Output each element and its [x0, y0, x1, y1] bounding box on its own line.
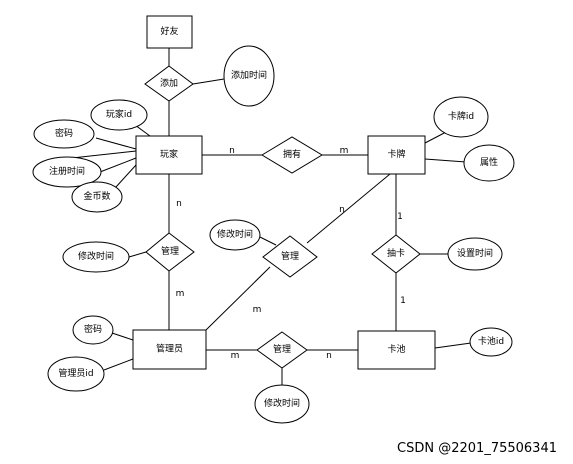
relationship-manage-pool: 管理: [256, 331, 308, 369]
attribute-modify-time-pool: 修改时间: [254, 384, 310, 424]
edge-manage2-admin: [205, 266, 271, 331]
attribute-modify-time-player: 修改时间: [62, 241, 130, 273]
entity-pool-label: 卡池: [387, 343, 405, 355]
edge-regtime-player-2: [99, 157, 137, 173]
attribute-card-id: 卡牌id: [433, 96, 489, 138]
relationship-manage-card-label: 管理: [281, 250, 299, 262]
attribute-modify-time-card-label: 修改时间: [217, 228, 253, 240]
attribute-pool-id: 卡池id: [469, 327, 513, 357]
relationship-draw: 抽卡: [371, 234, 421, 274]
attribute-pool-id-label: 卡池id: [478, 335, 504, 347]
cardinality-manage-pool: n: [326, 351, 332, 361]
entity-player-label: 玩家: [160, 148, 178, 160]
relationship-manage-player-label: 管理: [161, 245, 179, 257]
attribute-modify-time-player-label: 修改时间: [78, 250, 114, 262]
entity-admin-label: 管理员: [156, 343, 183, 355]
cardinality-own-card: m: [340, 146, 349, 156]
edge-modtime-manage: [128, 251, 147, 258]
attribute-card-property: 属性: [463, 144, 515, 182]
relationship-own: 拥有: [261, 136, 323, 174]
cardinality-player-own: n: [229, 146, 235, 156]
attribute-player-password-label: 密码: [55, 127, 73, 139]
attribute-admin-password: 密码: [72, 315, 114, 345]
attribute-modify-time-card: 修改时间: [209, 219, 261, 251]
attribute-modify-time-pool-label: 修改时间: [264, 397, 300, 409]
attribute-coins: 金币数: [71, 181, 123, 213]
attribute-admin-id-label: 管理员id: [58, 367, 93, 379]
relationship-manage-card: 管理: [262, 235, 318, 278]
edge-adminpwd-admin: [111, 332, 134, 341]
entity-friend-label: 好友: [160, 25, 178, 37]
connectors: [71, 48, 472, 385]
entity-admin: 管理员: [132, 329, 207, 370]
edge-card-manage2: [306, 173, 391, 244]
cardinality-player-manage: n: [176, 199, 182, 209]
edge-property-card: [424, 158, 467, 163]
cardinality-card-manage: n: [339, 205, 345, 215]
edge-adminid-admin: [103, 358, 134, 371]
attribute-player-id-label: 玩家id: [106, 108, 132, 120]
attribute-admin-password-label: 密码: [84, 323, 102, 335]
attribute-player-password: 密码: [33, 119, 95, 149]
attribute-player-id: 玩家id: [90, 99, 148, 131]
entity-friend: 好友: [146, 15, 193, 49]
cardinality-draw-pool: 1: [400, 296, 406, 306]
cardinality-manage-admin: m: [176, 289, 185, 299]
attribute-admin-id: 管理员id: [47, 356, 105, 392]
entity-card: 卡牌: [367, 135, 426, 175]
attribute-card-id-label: 卡牌id: [448, 110, 474, 122]
attribute-register-time: 注册时间: [32, 156, 102, 188]
edge-poolid-pool: [434, 342, 472, 349]
relationship-add: 添加: [144, 65, 194, 102]
edge-regtime-player-1: [71, 150, 137, 159]
relationship-add-label: 添加: [160, 78, 178, 89]
entity-player: 玩家: [135, 135, 203, 175]
attribute-add-time-label: 添加时间: [231, 69, 267, 81]
watermark: CSDN @2201_75506341: [397, 441, 557, 456]
relationship-own-label: 拥有: [283, 148, 301, 160]
cardinality-card-draw: 1: [397, 212, 403, 222]
entity-pool: 卡池: [357, 330, 436, 370]
cardinality-manage-card-admin: m: [253, 305, 262, 315]
edge-modtime2-manage2: [259, 236, 277, 246]
relationship-manage-pool-label: 管理: [273, 343, 291, 355]
edge-add-addtime: [192, 78, 225, 85]
attribute-coins-label: 金币数: [83, 190, 110, 202]
edge-password-player: [95, 137, 137, 150]
attribute-card-property-label: 属性: [480, 156, 498, 168]
attribute-add-time: 添加时间: [223, 45, 275, 107]
attribute-set-time: 设置时间: [447, 237, 503, 271]
cardinality-admin-manage: m: [231, 351, 240, 361]
cardinalities: n m n m n m 1 1 m n: [176, 146, 406, 361]
entity-card-label: 卡牌: [387, 148, 405, 160]
edge-playerid-player: [134, 124, 151, 137]
attribute-set-time-label: 设置时间: [457, 247, 493, 259]
edge-coins-player: [115, 164, 137, 188]
attribute-register-time-label: 注册时间: [49, 165, 85, 177]
relationship-manage-player: 管理: [145, 232, 195, 272]
relationship-draw-label: 抽卡: [387, 247, 405, 259]
